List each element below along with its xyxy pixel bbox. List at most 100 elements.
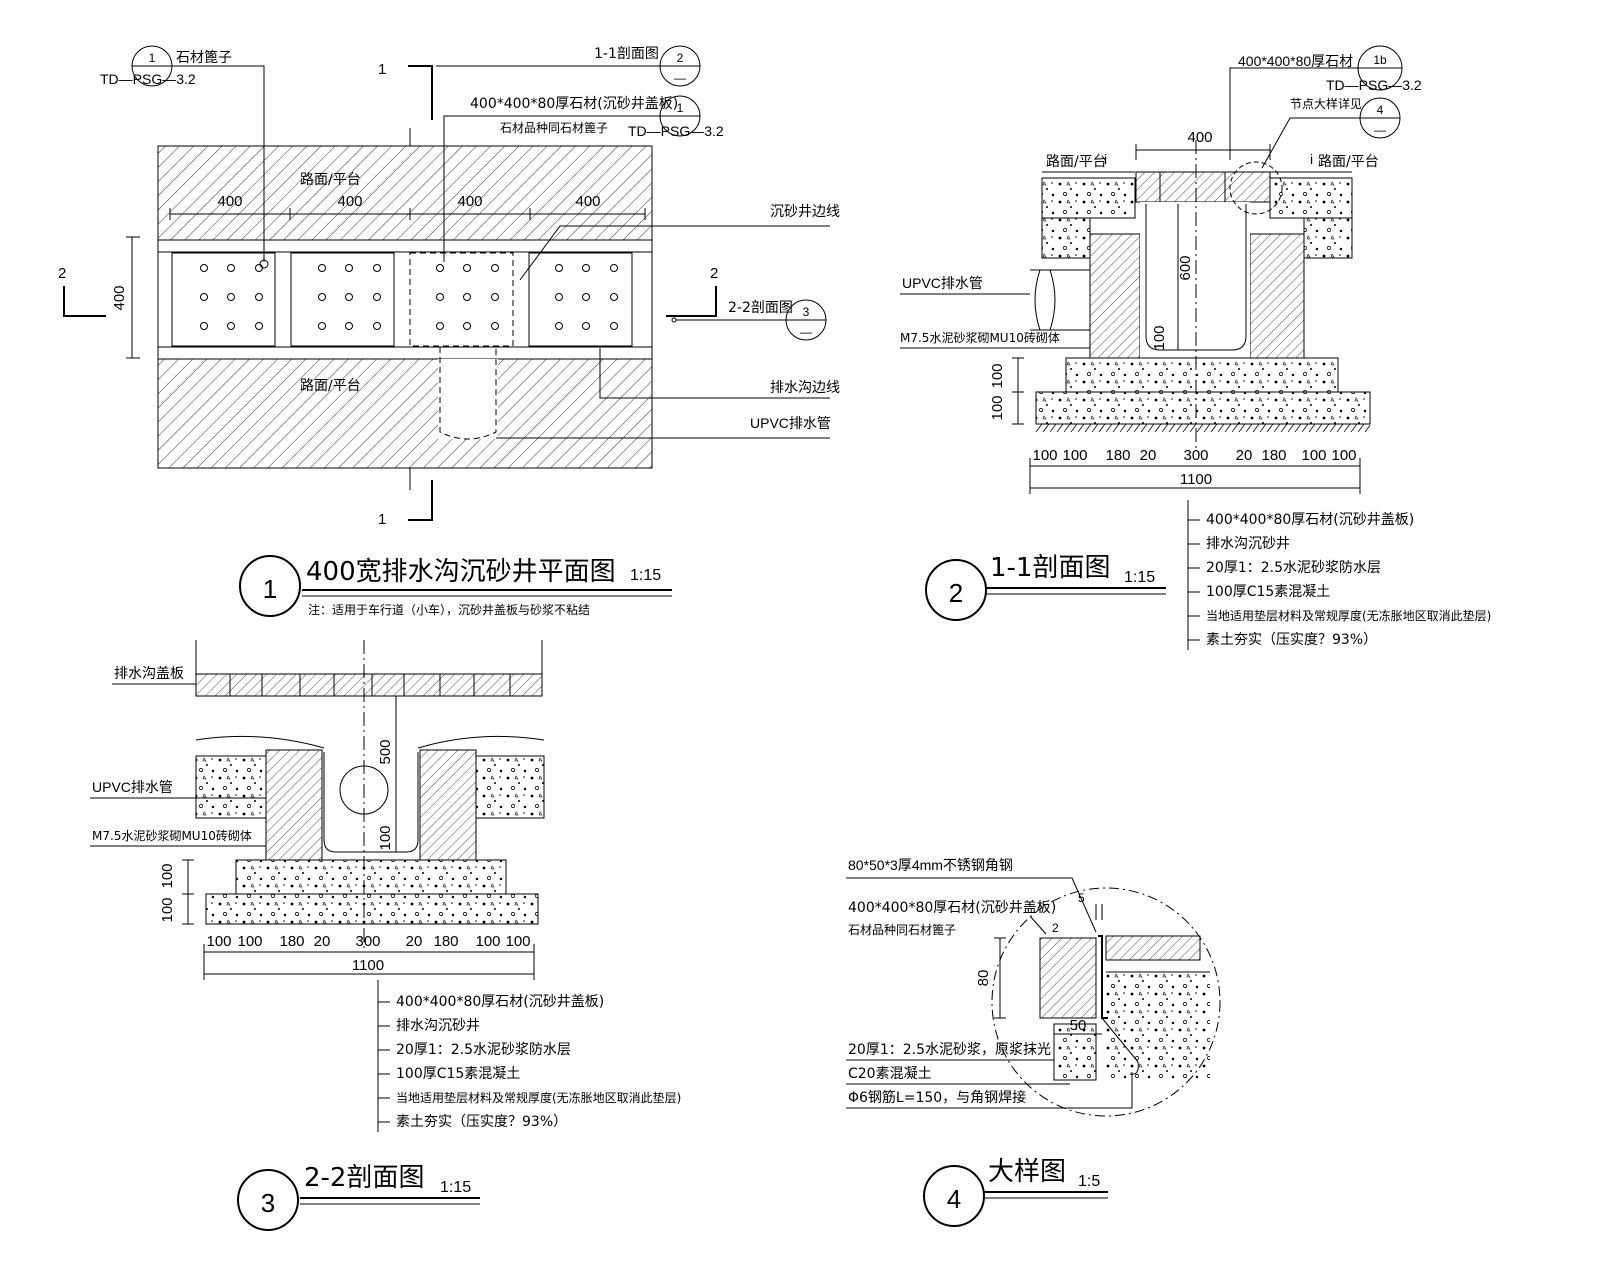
sec11-dim-b0: 100 [1032,447,1057,464]
plan-note: 注：适用于车行道（小车），沉砂井盖板与砂浆不粘结 [308,602,590,617]
plan-dim-3: 400 [457,193,482,210]
sec11-callout-detail-num: 4 [1377,103,1384,117]
callout-cover-num: 1 [677,101,684,115]
detail-mortar-label: 20厚1：2.5水泥砂浆，原浆抹光 [848,1042,1051,1058]
sec22-upvc-label: UPVC排水管 [92,779,173,795]
sec22-legend-0: 400*400*80厚石材(沉砂井盖板) [396,994,604,1010]
plan-edge-pit-label: 沉砂井边线 [770,204,840,220]
detail-cover2-label: 石材品种同石材篦子 [848,922,956,937]
callout-stone-cage-label: 石材篦子 [176,50,232,66]
detail-title-block: 4 大样图 1:5 [923,1157,1108,1227]
detail-title-num: 4 [947,1184,961,1214]
sec11-dim-b3: 20 [1140,447,1157,464]
sec11-callout-top-label: 400*400*80厚石材 [1238,53,1353,69]
callout-section-22: 2-2剖面图 3 — [671,299,827,341]
sec11-dim-b4: 300 [1183,447,1208,464]
callout-stone-cage-num: 1 [149,51,156,65]
sec22-title-num: 3 [261,1188,275,1218]
detail-rebar-label: Φ6钢筋L=150，与角钢焊接 [848,1089,1026,1106]
sec11-dim-b7: 100 [1301,447,1326,464]
sec22-dim-b3: 20 [314,933,331,950]
callout-section-11-num: 2 [677,51,684,65]
section-2-2: 排水沟盖板 UPVC排水管 M7.5水泥砂浆砌MU10砖砌体 500 100 1… [90,640,681,1231]
sec11-legend-4: 当地适用垫层材料及常规厚度(无冻胀地区取消此垫层) [1206,608,1491,623]
plan-dim-4: 400 [575,193,600,210]
callout-cover-label: 400*400*80厚石材(沉砂井盖板) [470,96,678,112]
sec11-title-num: 2 [949,578,963,608]
sec22-dim-100: 100 [377,825,394,850]
callout-cover-ref: TD—PSG—3.2 [628,123,724,139]
sec11-dim-total: 1100 [1180,471,1212,488]
sec11-dim-v1: 100 [989,363,1006,388]
plan-road-top-label: 路面/平台 [300,172,361,188]
sec22-dim-b5: 20 [406,933,423,950]
sec22-scale: 1:15 [440,1179,471,1196]
sec11-dim-100: 100 [1151,325,1168,350]
plan-road-bottom-label: 路面/平台 [300,378,361,394]
callout-section-11-label: 1-1剖面图 [594,46,659,62]
sec22-dim-b4: 300 [355,933,380,950]
sec22-dim-b1: 100 [237,933,262,950]
sec11-legend: 400*400*80厚石材(沉砂井盖板) 排水沟沉砂井 20厚1：2.5水泥砂浆… [1187,500,1491,650]
sec11-dim-b5: 20 [1236,447,1253,464]
sec11-callout-detail-sub: — [1374,123,1386,137]
sec22-legend-5: 素土夯实（压实度？93%） [396,1114,567,1130]
plan-view: 400 400 400 400 400 路面/平台 路面/平台 1 1 2 2 … [58,45,840,617]
sec22-dim-b7: 100 [475,933,500,950]
sec11-callout-detail: 节点大样详见 4 — [1261,96,1401,169]
sec11-legend-3: 100厚C15素混凝土 [1206,584,1330,600]
sec11-slope-left: i [1104,151,1107,167]
callout-stone-cage: 1 石材篦子 TD—PSG—3.2 [100,45,269,269]
sec11-dim-b1: 100 [1062,447,1087,464]
detail-title: 大样图 [988,1157,1066,1187]
plan-edge-drain-label: 排水沟边线 [770,380,840,396]
sec11-scale: 1:15 [1124,569,1155,586]
detail-dim-80: 80 [975,970,992,987]
sec22-legend-1: 排水沟沉砂井 [396,1018,480,1034]
plan-title-block: 1 400宽排水沟沉砂井平面图 1:15 注：适用于车行道（小车），沉砂井盖板与… [239,555,672,617]
plan-sec-mark-2-right: 2 [710,265,718,282]
plan-title: 400宽排水沟沉砂井平面图 [306,557,616,587]
sec22-dim-v1: 100 [159,863,176,888]
detail-view: 80*50*3厚4mm不锈钢角钢 5 400*400*80厚石材(沉砂井盖板) … [846,857,1221,1227]
plan-sec-mark-1-top: 1 [378,61,386,78]
sec11-dim-600: 600 [1177,255,1194,280]
sec11-dim-b6: 180 [1261,447,1286,464]
sec22-legend-3: 100厚C15素混凝土 [396,1066,520,1082]
plan-sec-mark-2-left: 2 [58,265,66,282]
plan-scale: 1:15 [630,567,661,584]
sec11-title: 1-1剖面图 [990,553,1110,583]
detail-dim-2: 2 [1052,921,1059,935]
sec11-road-right: 路面/平台 [1318,154,1379,170]
plan-drain-strip [157,239,653,360]
sec11-dims-bottom: 100 100 180 20 300 20 180 100 100 1100 [1029,447,1361,494]
detail-cover-label: 400*400*80厚石材(沉砂井盖板) [848,900,1056,916]
plan-grate-panels [171,252,633,347]
sec22-dim-b6: 180 [433,933,458,950]
sec11-callout-top-ref: TD—PSG—3.2 [1326,77,1422,93]
sec22-cover-label: 排水沟盖板 [114,666,184,682]
plan-title-num: 1 [263,574,277,604]
sec11-title-block: 2 1-1剖面图 1:15 [925,553,1166,621]
sec11-legend-2: 20厚1：2.5水泥砂浆防水层 [1206,560,1381,576]
plan-dim-1: 400 [217,193,242,210]
callout-cover-label2: 石材品种同石材篦子 [500,120,608,135]
sec11-callout-detail-label: 节点大样详见 [1290,96,1362,111]
sec11-legend-1: 排水沟沉砂井 [1206,536,1290,552]
sec11-callout-top: 400*400*80厚石材 1b TD—PSG—3.2 [1229,45,1422,160]
detail-concrete-label: C20素混凝土 [848,1066,932,1082]
sec11-dim-b8: 100 [1331,447,1356,464]
detail-angle-label: 80*50*3厚4mm不锈钢角钢 [848,857,1013,873]
sec11-masonry-label: M7.5水泥砂浆砌MU10砖砌体 [900,330,1060,345]
sec22-dim-total: 1100 [352,957,384,974]
sec22-legend-4: 当地适用垫层材料及常规厚度(无冻胀地区取消此垫层) [396,1090,681,1105]
sec11-road-left: 路面/平台 [1046,154,1107,170]
sec22-dim-b8: 100 [505,933,530,950]
detail-scale: 1:5 [1078,1173,1100,1190]
sec11-slope-right: i [1310,151,1313,167]
sec11-dim-v2: 100 [989,395,1006,420]
sec22-legend: 400*400*80厚石材(沉砂井盖板) 排水沟沉砂井 20厚1：2.5水泥砂浆… [377,980,681,1132]
section-1-1: 400 路面/平台 i i 路面/平台 400*400*80厚石材 1b TD—… [900,45,1491,650]
detail-dim-50: 50 [1070,1017,1087,1034]
